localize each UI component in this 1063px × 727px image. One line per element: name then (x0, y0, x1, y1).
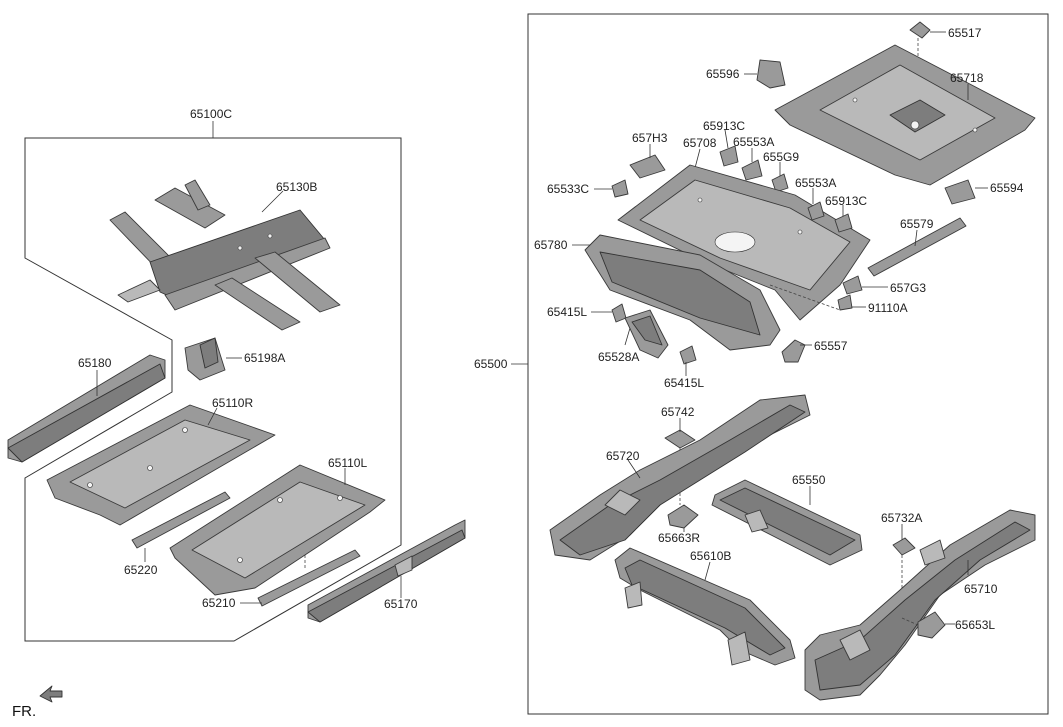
label-657H3: 657H3 (632, 131, 668, 145)
label-65596: 65596 (706, 67, 740, 81)
part-65596 (756, 59, 786, 89)
part-65553A-2 (807, 201, 825, 221)
label-65553A-2: 65553A (795, 176, 836, 190)
label-65415L-2: 65415L (664, 376, 704, 390)
part-65553A-1 (741, 159, 763, 181)
part-65663R (667, 504, 699, 529)
leader-65110R (207, 407, 218, 426)
part-65720 (549, 394, 811, 561)
label-65557: 65557 (814, 339, 848, 353)
part-65415L-2 (679, 345, 697, 365)
part-65517 (909, 21, 931, 39)
part-65110R (46, 404, 276, 526)
part-65579 (867, 217, 967, 277)
label-65500: 65500 (474, 357, 508, 371)
part-65913C-2 (834, 213, 853, 233)
part-91110A (837, 294, 853, 311)
part-65653L (901, 611, 946, 639)
part-65557 (781, 339, 806, 363)
label-65110L: 65110L (328, 456, 367, 470)
part-65708 (617, 164, 871, 321)
part-65780 (584, 234, 841, 351)
label-65100C: 65100C (190, 107, 232, 121)
part-65742 (664, 429, 696, 449)
label-65718: 65718 (950, 71, 984, 85)
label-65550: 65550 (792, 473, 826, 487)
label-65579: 65579 (900, 217, 934, 231)
label-65517: 65517 (948, 26, 982, 40)
part-65550 (711, 479, 863, 566)
label-65198A: 65198A (244, 351, 285, 365)
label-65710: 65710 (964, 582, 998, 596)
part-65528A (624, 309, 669, 359)
label-657G3: 657G3 (890, 281, 926, 295)
part-65180 (7, 354, 166, 463)
label-65594: 65594 (990, 181, 1024, 195)
part-65710 (804, 509, 1036, 701)
part-657H3 (629, 154, 666, 179)
leader-65528A (624, 327, 631, 346)
label-65170: 65170 (384, 597, 418, 611)
part-65220 (131, 491, 231, 549)
label-65180: 65180 (78, 356, 112, 370)
part-65913C-1 (719, 145, 739, 167)
label-65708: 65708 (683, 136, 717, 150)
label-65913C-2: 65913C (825, 194, 867, 208)
label-65742: 65742 (661, 405, 695, 419)
leader-65610B (704, 561, 711, 581)
part-657G3 (842, 275, 863, 295)
label-91110A: 91110A (868, 301, 908, 315)
leader-65913C-1 (724, 129, 729, 149)
label-65663R: 65663R (658, 531, 700, 545)
part-65533C (611, 179, 629, 198)
label-65210: 65210 (202, 596, 236, 610)
label-65780: 65780 (534, 238, 568, 252)
leader-65579 (914, 229, 918, 247)
label-65533C: 65533C (547, 182, 589, 196)
leader-65708 (694, 148, 701, 169)
leader-65720 (627, 459, 641, 479)
label-65130B: 65130B (276, 180, 317, 194)
part-65170 (307, 519, 466, 623)
left-assembly-outline (24, 137, 402, 642)
label-65610B: 65610B (690, 549, 731, 563)
front-label: FR. (12, 703, 36, 720)
part-65130B (109, 179, 341, 331)
label-65720: 65720 (606, 449, 640, 463)
part-65610B (614, 547, 796, 666)
label-65220: 65220 (124, 563, 158, 577)
leader-65130B (261, 190, 284, 213)
part-65198A (184, 337, 226, 381)
label-65528A: 65528A (598, 350, 639, 364)
label-65553A-1: 65553A (733, 135, 774, 149)
part-65110L (169, 464, 386, 596)
label-65732A: 65732A (881, 511, 922, 525)
part-65718 (774, 44, 1036, 186)
front-arrow-icon (39, 685, 63, 703)
label-65415L-1: 65415L (547, 305, 587, 319)
label-655G9: 655G9 (763, 150, 799, 164)
label-65913C-1: 65913C (703, 119, 745, 133)
label-65110R: 65110R (212, 396, 253, 410)
part-65415L-1 (611, 303, 627, 323)
label-65653L: 65653L (955, 618, 995, 632)
front-direction-indicator: FR. (12, 685, 63, 720)
part-65594 (944, 179, 976, 205)
part-65732A (892, 537, 916, 556)
